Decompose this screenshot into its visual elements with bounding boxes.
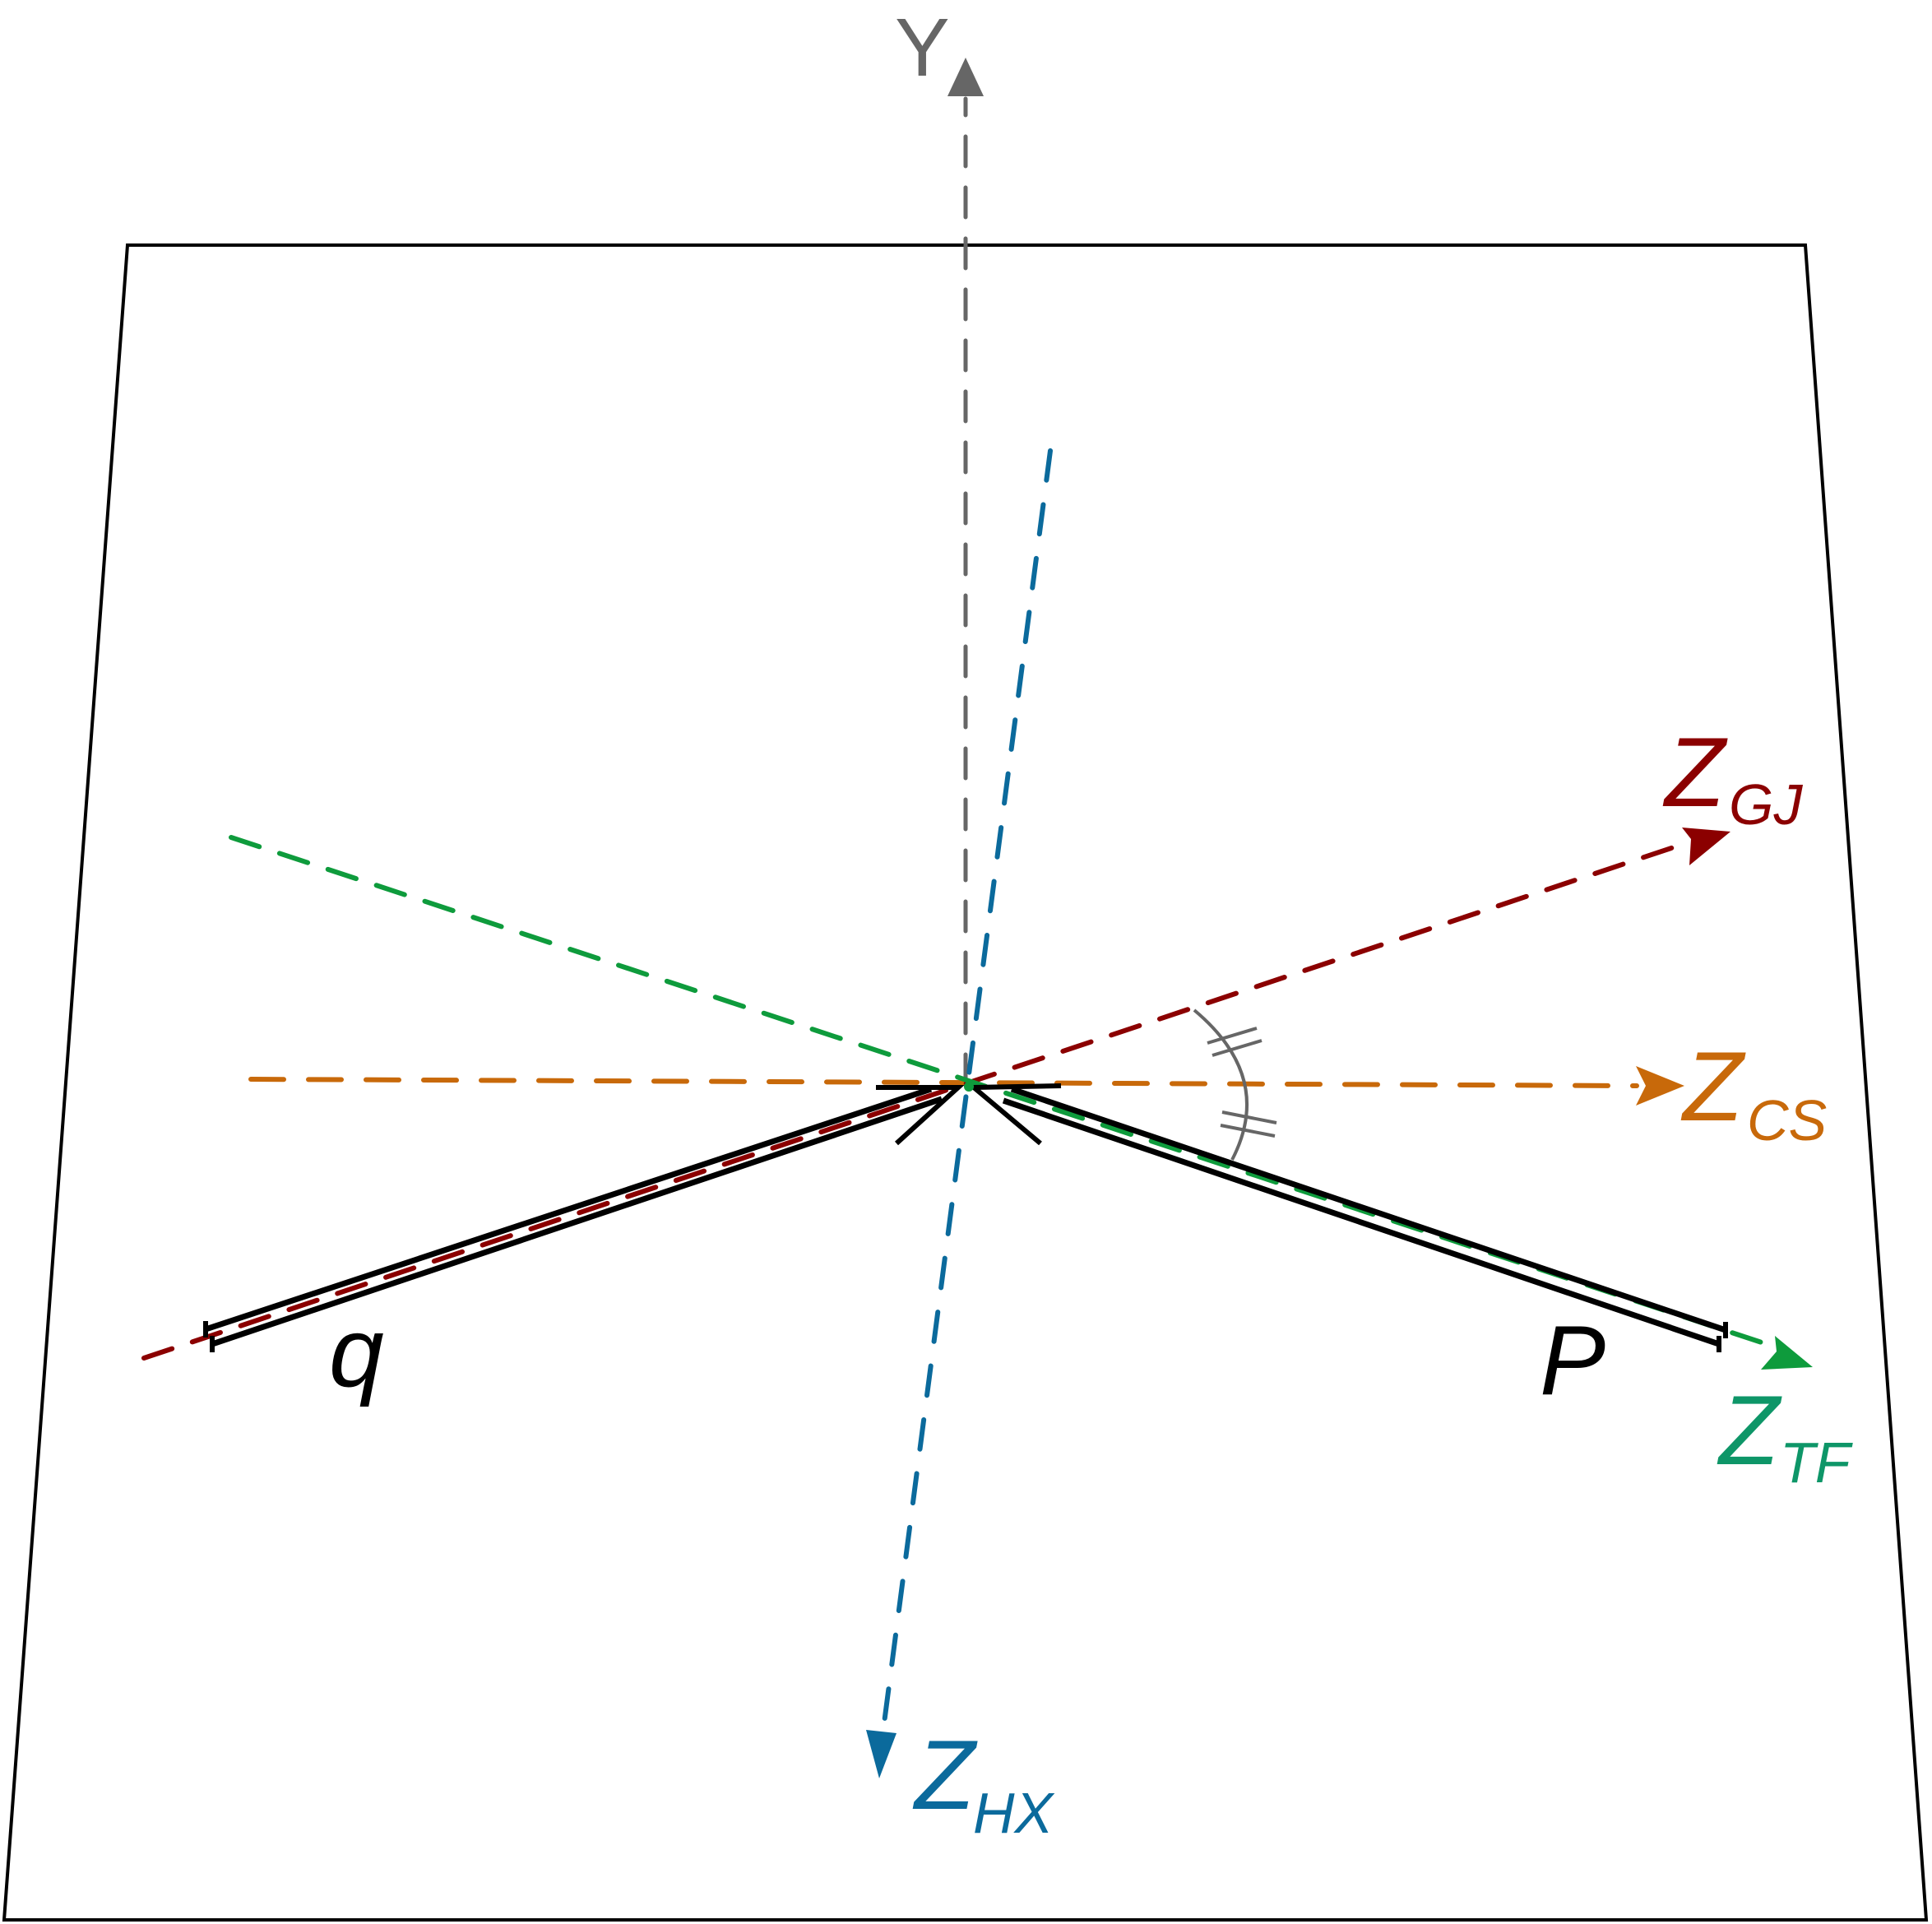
- cs-axis-label: Z CS: [1680, 1032, 1827, 1152]
- beam-p-chevron-icon: [966, 1083, 1062, 1146]
- double-tick-icon-lower: [1220, 1110, 1277, 1138]
- cs-label-sub: CS: [1747, 1088, 1827, 1152]
- gj-axis-line: [141, 841, 1689, 1361]
- tf-label-main: Z: [1717, 1375, 1782, 1486]
- y-axis-label: Y: [895, 2, 950, 94]
- hx-label-sub: HX: [973, 1781, 1055, 1845]
- beam-q: [203, 1086, 943, 1352]
- origin-point: [964, 1082, 974, 1092]
- tf-axis-arrowhead-icon: [1761, 1336, 1813, 1370]
- frame-plane: [2, 243, 1929, 1922]
- cs-label-main: Z: [1680, 1032, 1746, 1142]
- hx-label-main: Z: [912, 1720, 978, 1830]
- beam-p-label: P: [1540, 1305, 1605, 1416]
- y-axis-arrowhead-icon: [947, 58, 984, 96]
- gj-axis-label: Z GJ: [1662, 717, 1803, 837]
- gj-axis-arrowhead-icon: [1682, 828, 1730, 865]
- cs-axis-line: [248, 1077, 1639, 1088]
- cs-axis-arrowhead-icon: [1636, 1066, 1684, 1106]
- double-tick-icon-upper: [1207, 1027, 1263, 1057]
- gj-label-sub: GJ: [1729, 772, 1803, 837]
- hx-axis-line: [880, 448, 1053, 1738]
- gj-label-main: Z: [1662, 717, 1728, 828]
- hx-axis-label: Z HX: [912, 1720, 1055, 1845]
- hx-axis-arrowhead-icon: [866, 1730, 897, 1778]
- beam-q-chevron-icon: [876, 1085, 965, 1146]
- tf-label-sub: TF: [1780, 1430, 1854, 1495]
- tf-axis-label: Z TF: [1717, 1375, 1854, 1495]
- beam-p: [1002, 1086, 1728, 1352]
- angle-arc: [1193, 1008, 1249, 1161]
- beam-q-label: q: [329, 1297, 384, 1407]
